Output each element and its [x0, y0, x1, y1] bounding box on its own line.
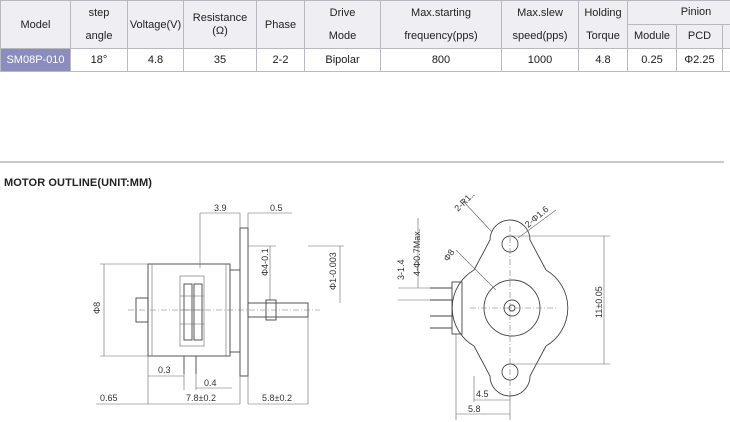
- dim-0-65: 0.65: [100, 393, 118, 403]
- cell-holding-torque: 4.8: [578, 48, 628, 72]
- dim-2-r1-5: 2-R1.5: [452, 195, 478, 213]
- dim-dia-4-flange: Φ4-0.1: [260, 248, 270, 276]
- flange-outline: [451, 219, 569, 397]
- header-pinion-module: Module: [627, 24, 677, 49]
- dim-3-1-4: 3-1.4: [396, 259, 406, 280]
- dim-0-5: 0.5: [270, 203, 283, 213]
- dim-11: 11±0.05: [594, 286, 604, 318]
- cell-step-angle: 18°: [70, 48, 128, 72]
- terminal-block: [451, 281, 463, 335]
- cell-pinion-pcd: Φ2.25: [676, 48, 723, 72]
- dim-3-9: 3.9: [214, 203, 227, 213]
- cell-max-slew: 1000: [501, 48, 579, 72]
- header-model: Model: [0, 0, 71, 49]
- header-resistance: Resistance(Ω): [183, 0, 257, 49]
- cell-resistance: 35: [183, 48, 257, 72]
- mounting-flange: [239, 227, 249, 377]
- dim-7-8: 7.8±0.2: [186, 393, 216, 403]
- cell-model: SM08P-010: [0, 48, 71, 72]
- dim-dia-8-front: Φ8: [441, 247, 456, 263]
- header-phase: Phase: [256, 0, 305, 49]
- cell-phase: 2-2: [256, 48, 305, 72]
- dim-0-3: 0.3: [158, 365, 171, 375]
- section-divider: [0, 161, 724, 163]
- header-pinion: Pinion: [626, 0, 730, 25]
- cell-voltage: 4.8: [127, 48, 184, 72]
- cell-pinion-z: 9: [721, 48, 730, 72]
- front-view: 2-R1.5 2-Φ1.6 3-1.4 4-Φ0.7Max. Φ8 11±0.0…: [396, 195, 610, 420]
- motor-outline-drawing: 3.9 0.5 Φ8 Φ4-0.1 Φ1-0.003 0.3 0.4 0.65 …: [92, 195, 610, 420]
- section-title: MOTOR OUTLINE(UNIT:MM): [4, 177, 153, 189]
- dim-4-5: 4.5: [476, 389, 489, 399]
- side-view: 3.9 0.5 Φ8 Φ4-0.1 Φ1-0.003 0.3 0.4 0.65 …: [92, 203, 344, 405]
- table-row: SM08P-010 18° 4.8 35 2-2 Bipolar 800 100…: [0, 48, 730, 72]
- cell-pinion-module: 0.25: [627, 48, 677, 72]
- header-pinion-pcd: PCD: [676, 24, 723, 49]
- header-voltage: Voltage(V): [127, 0, 184, 49]
- dim-5-8-front: 5.8: [468, 404, 481, 414]
- dim-4-dia-0-7: 4-Φ0.7Max.: [412, 229, 422, 276]
- cell-max-starting: 800: [380, 48, 502, 72]
- dim-dia-8-side: Φ8: [92, 302, 102, 314]
- header-pinion-z: Z: [721, 24, 730, 49]
- dim-dia-1-shaft: Φ1-0.003: [328, 252, 338, 290]
- dim-5-8: 5.8±0.2: [262, 393, 292, 403]
- dim-0-4: 0.4: [204, 378, 217, 388]
- cell-drive-mode: Bipolar: [304, 48, 381, 72]
